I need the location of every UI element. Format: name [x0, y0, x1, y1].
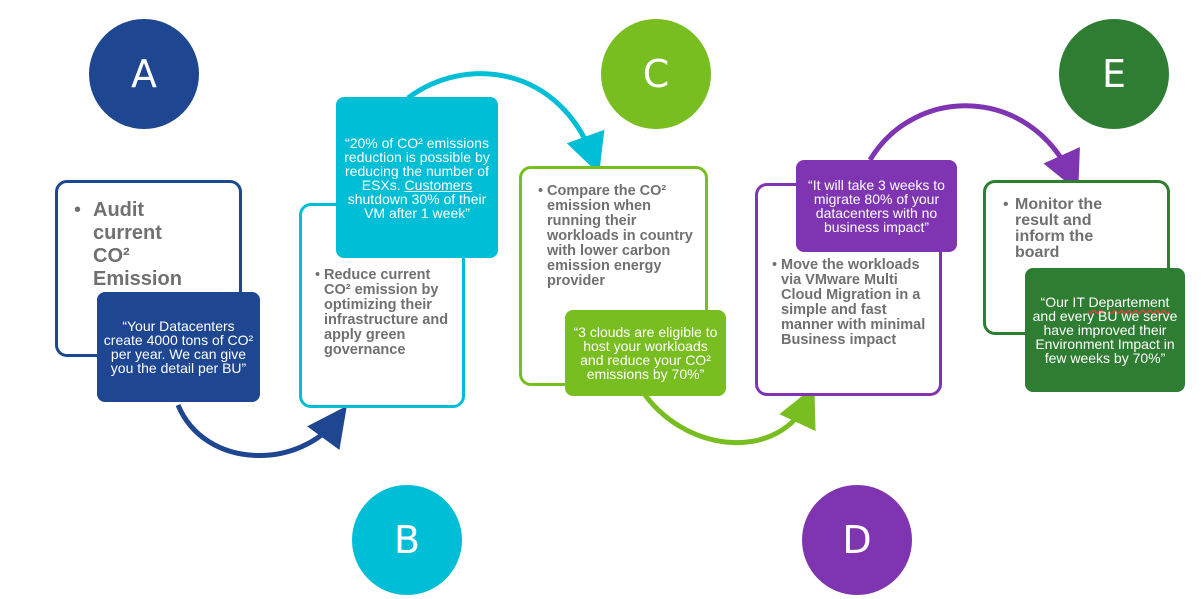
step-e-bullet: •Monitor the result and inform the board	[1003, 196, 1103, 261]
step-e-bullet-text: Monitor the result and inform the board	[1015, 196, 1103, 261]
arrow-b-to-c	[406, 71, 605, 175]
step-a-bullet: •Audit current CO² Emission	[74, 199, 182, 290]
step-d-bullet-text: Move the workloads via VMware Multi Clou…	[781, 257, 926, 348]
arrow-c-to-d	[643, 386, 816, 445]
step-b-badge: B	[352, 485, 462, 595]
arrow-a-to-b	[175, 404, 347, 458]
step-e-quote: “Our IT Departement and every BU we serv…	[1025, 268, 1185, 392]
step-b-quote: “20% of CO² emissions reduction is possi…	[336, 97, 498, 258]
step-e-badge: E	[1059, 19, 1169, 129]
step-c-quote: “3 clouds are eligible to host your work…	[565, 310, 726, 396]
arrow-d-to-e	[867, 103, 1080, 192]
step-b-quote-text: “20% of CO² emissions reduction is possi…	[344, 134, 490, 221]
step-c-badge: C	[601, 19, 711, 129]
step-e-quote-text: “Our IT Departement and every BU we serv…	[1032, 294, 1178, 366]
step-a-badge: A	[89, 19, 199, 129]
step-d-quote: “It will take 3 weeks to migrate 80% of …	[796, 160, 957, 252]
step-c-bullet: •Compare the CO² emission when running t…	[538, 183, 693, 289]
step-d-badge: D	[802, 485, 912, 595]
step-a-bullet-text: Audit current CO² Emission	[93, 199, 182, 290]
step-a-quote-text: “Your Datacenters create 4000 tons of CO…	[103, 318, 254, 376]
step-c-bullet-text: Compare the CO² emission when running th…	[547, 183, 693, 289]
step-d-bullet: •Move the workloads via VMware Multi Clo…	[772, 257, 926, 348]
step-b-bullet-text: Reduce current CO² emission by optimizin…	[324, 267, 449, 358]
step-a-quote: “Your Datacenters create 4000 tons of CO…	[97, 292, 260, 402]
step-d-quote-text: “It will take 3 weeks to migrate 80% of …	[808, 177, 945, 235]
step-c-quote-text: “3 clouds are eligible to host your work…	[573, 324, 718, 382]
step-b-bullet: •Reduce current CO² emission by optimizi…	[315, 267, 449, 358]
